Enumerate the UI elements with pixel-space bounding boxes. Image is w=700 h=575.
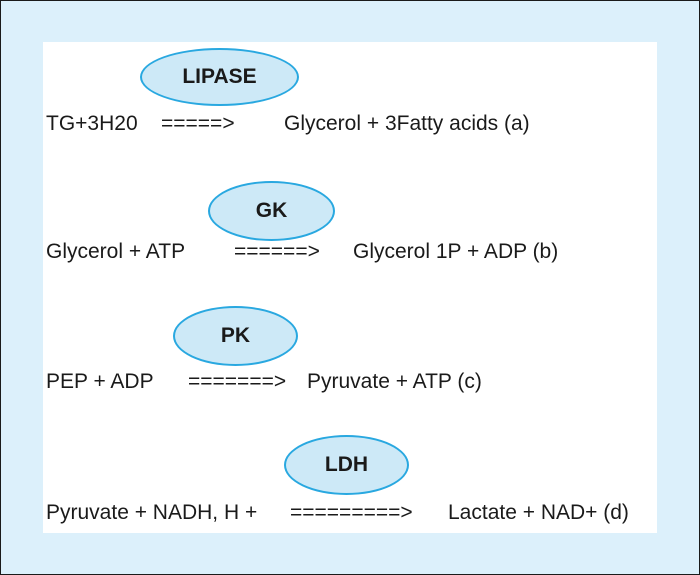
reaction-d-substrates: Pyruvate + NADH, H + [46,501,258,524]
reaction-c-substrates: PEP + ADP [46,370,154,393]
enzyme-ldh-ellipse: LDH [284,435,409,495]
enzyme-pk-ellipse: PK [173,306,298,366]
reaction-c-arrow: =======> [188,370,287,393]
enzyme-label: GK [255,199,288,222]
enzyme-lipase-ellipse: LIPASE [140,48,299,106]
reaction-b-substrates: Glycerol + ATP [46,240,186,263]
enzyme-gk-ellipse: GK [208,181,335,241]
reaction-a-products: Glycerol + 3Fatty acids (a) [284,112,530,135]
enzyme-label: LIPASE [182,65,257,88]
reaction-d-products: Lactate + NAD+ (d) [448,501,629,524]
reaction-a-substrates: TG+3H20 [46,112,138,135]
enzyme-label: LDH [324,453,369,476]
reaction-d-arrow: =========> [290,501,413,524]
enzyme-label: PK [220,324,251,347]
reaction-b-products: Glycerol 1P + ADP (b) [353,240,559,263]
reaction-a-arrow: =====> [161,112,235,135]
reaction-c-products: Pyruvate + ATP (c) [307,370,482,393]
reaction-b-arrow: ======> [234,240,320,263]
